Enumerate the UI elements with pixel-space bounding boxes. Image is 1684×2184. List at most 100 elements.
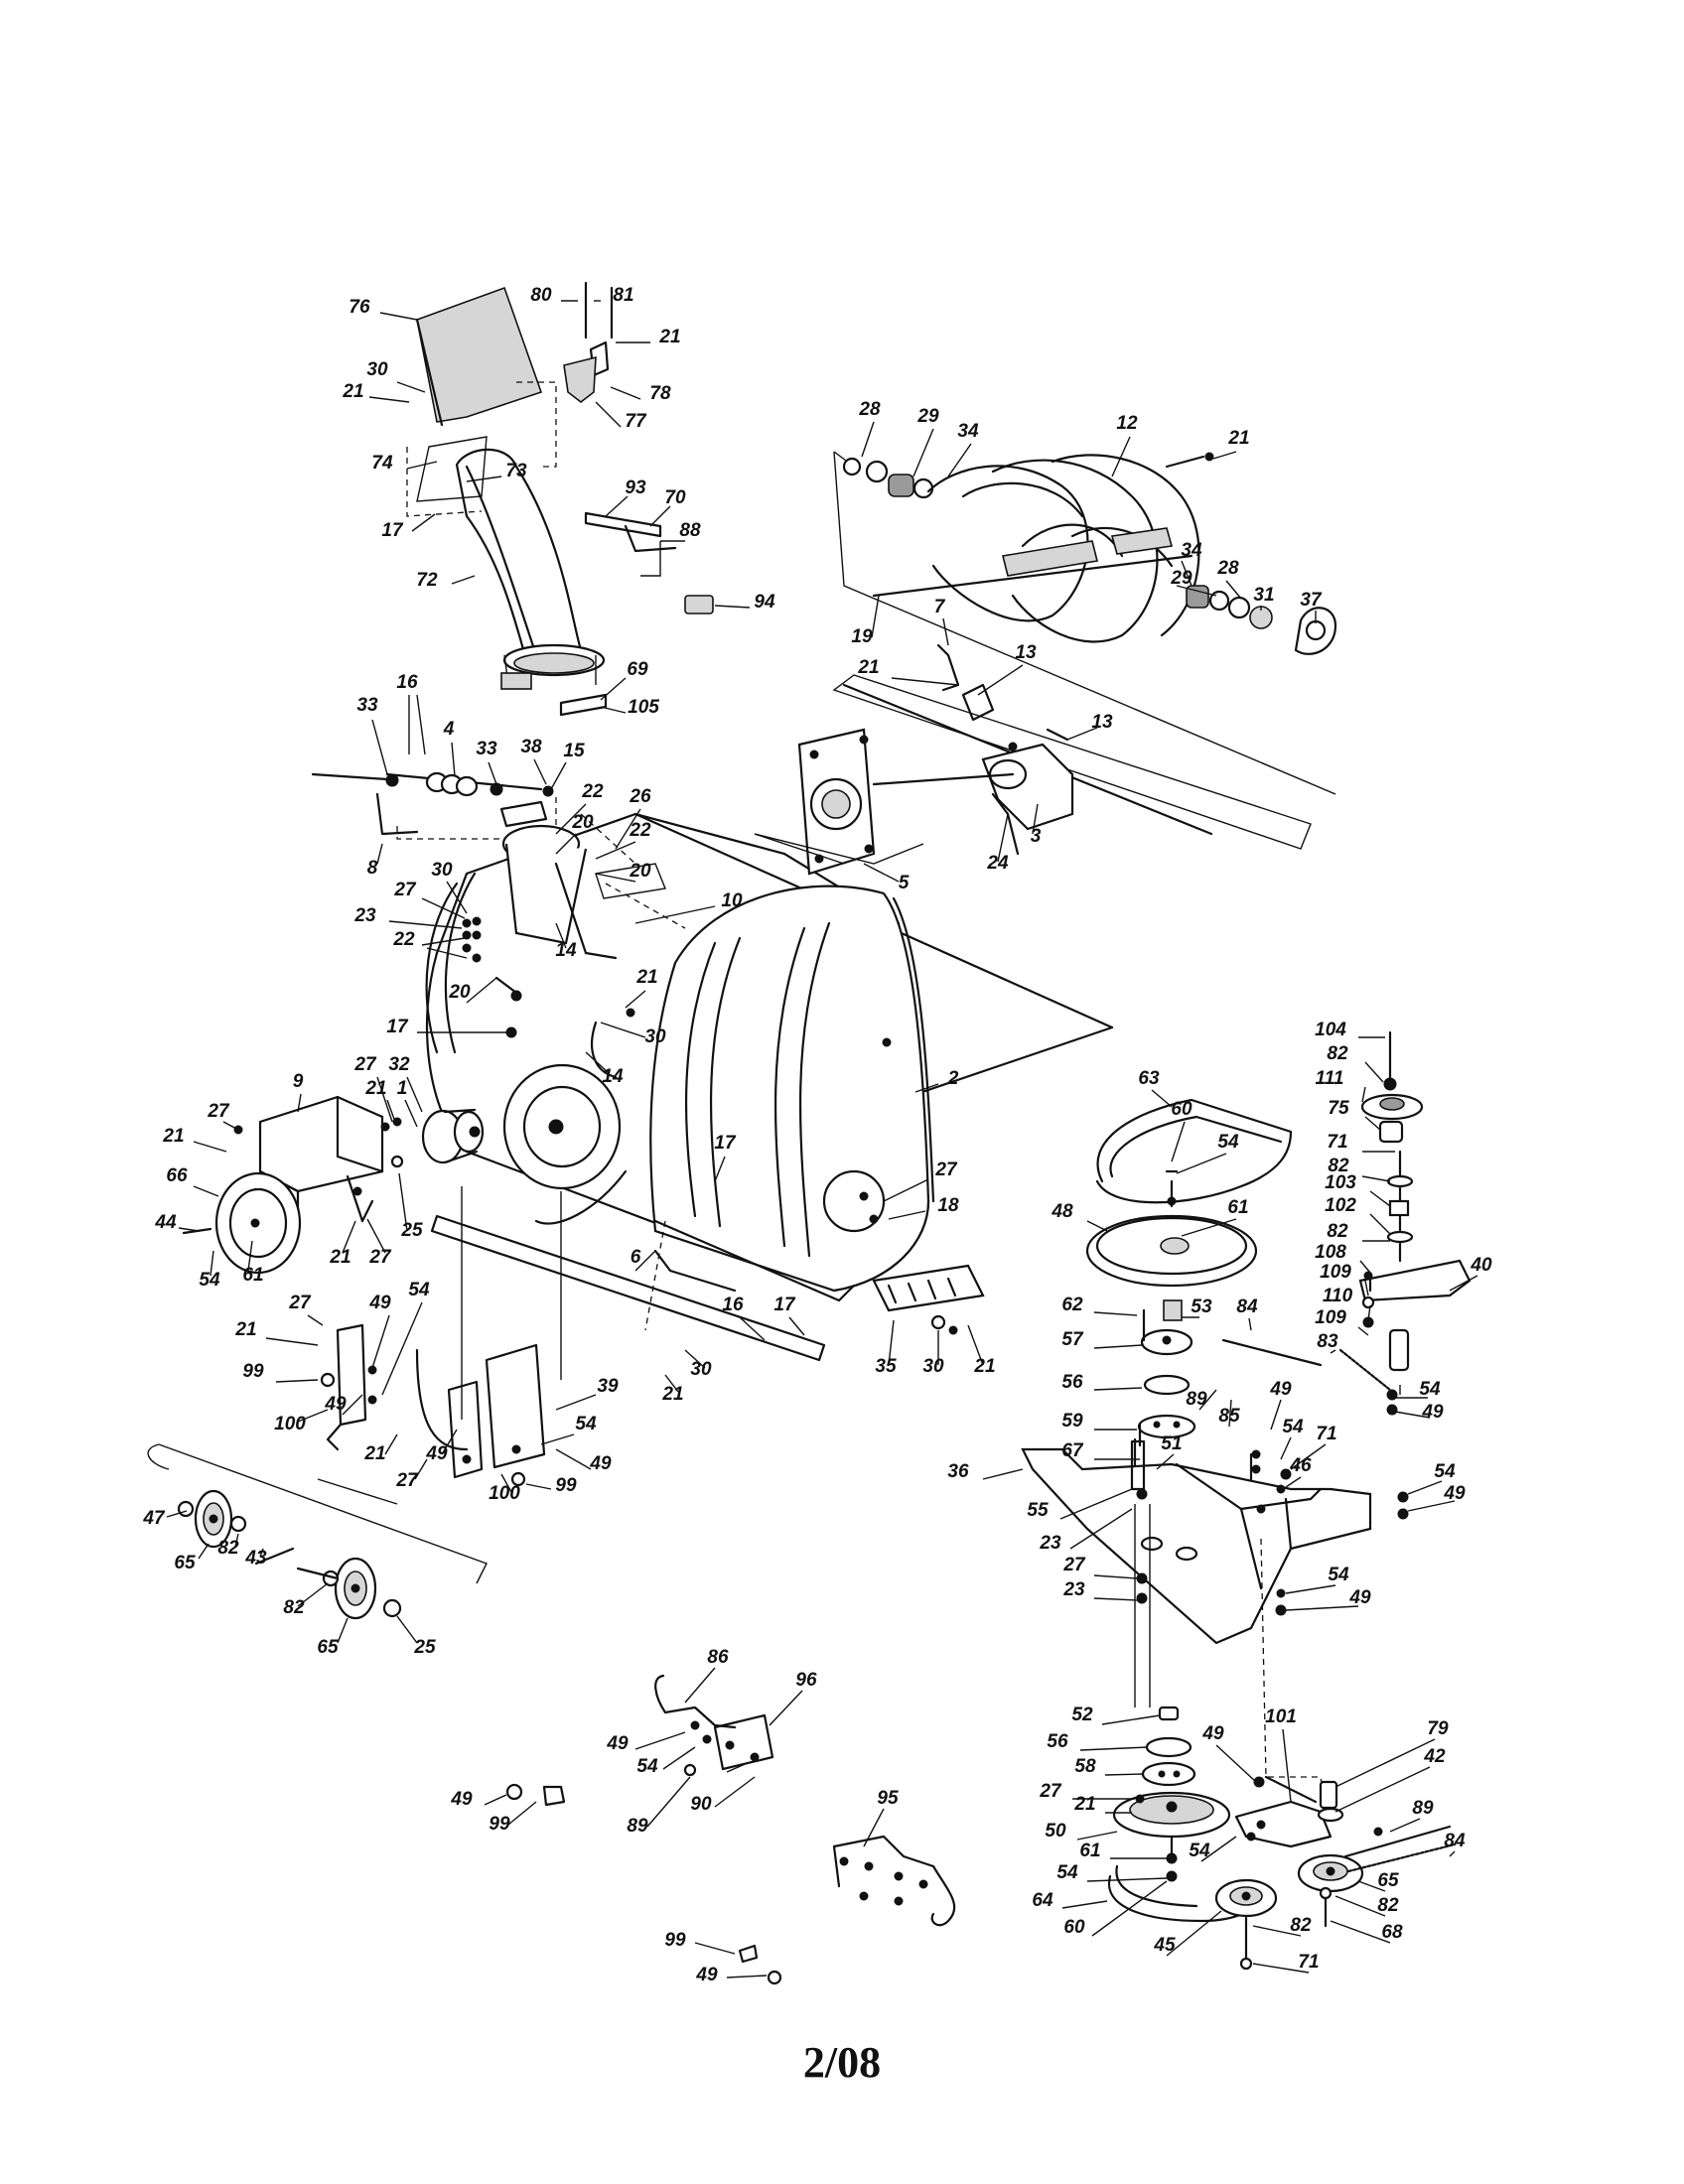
part-callout: 1 [397,1078,408,1099]
part-callout: 89 [1186,1389,1207,1410]
part-callout: 16 [722,1295,744,1315]
part-callout: 21 [661,1384,683,1405]
part-callout: 99 [242,1361,264,1382]
part-callout: 77 [625,411,647,432]
part-callout: 21 [342,381,363,402]
part-callout: 99 [489,1814,510,1835]
part-callout: 21 [329,1247,351,1268]
part-callout: 8 [367,858,378,879]
part-callout: 64 [1032,1890,1053,1911]
part-callout: 54 [1434,1461,1456,1482]
leader-arrows [166,300,1478,1979]
part-callout: 49 [368,1293,391,1313]
part-callout: 21 [857,657,879,678]
part-callout: 60 [1063,1917,1085,1938]
part-callout: 99 [555,1475,577,1496]
part-callout: 75 [1328,1098,1349,1119]
chute-crank-assembly [311,771,557,840]
part-callout: 45 [1153,1935,1176,1956]
part-callout: 21 [363,1443,385,1464]
part-callout: 104 [1315,1020,1346,1040]
part-callout: 59 [1061,1411,1083,1432]
part-callout: 61 [1227,1197,1248,1218]
part-callout: 21 [973,1356,995,1377]
part-callout: 27 [1039,1781,1062,1802]
part-callout: 61 [242,1265,263,1286]
part-callout: 27 [288,1293,312,1313]
part-callout: 49 [425,1443,448,1464]
part-callout: 54 [1419,1379,1441,1400]
part-callout: 20 [448,982,471,1003]
part-callout: 21 [162,1126,184,1147]
part-callout: 71 [1298,1952,1319,1973]
part-callout: 18 [937,1195,959,1216]
part-callout: 13 [1091,712,1113,733]
part-callout: 68 [1381,1922,1403,1943]
part-callout: 82 [283,1597,305,1618]
part-callout: 50 [1045,1821,1066,1842]
part-callout: 32 [388,1054,410,1075]
part-callout: 30 [644,1026,666,1047]
part-callout: 12 [1116,413,1138,434]
part-callout: 86 [707,1647,729,1668]
part-callout: 14 [602,1066,624,1087]
part-callout: 103 [1325,1172,1356,1193]
part-callout: 31 [1253,585,1274,606]
part-callout: 105 [628,697,659,718]
part-callout: 27 [393,880,417,900]
page-number: 2/08 [802,2038,882,2087]
part-callout: 27 [353,1054,377,1075]
part-callout: 61 [1079,1841,1100,1861]
part-callout: 54 [1328,1565,1349,1585]
drive-belt-and-pulleys [1085,1098,1323,1506]
part-callout: 52 [1071,1705,1093,1725]
part-callout: 7 [934,597,946,617]
drive-frame-plate [1021,1423,1409,1808]
part-callout: 82 [1327,1221,1348,1242]
part-callout: 93 [625,478,646,498]
part-callout: 16 [396,672,418,693]
part-callout: 13 [1015,642,1037,663]
part-callout: 84 [1236,1297,1258,1317]
part-callout: 58 [1074,1756,1096,1777]
part-callout: 89 [1412,1798,1434,1819]
discharge-chute-assembly [406,281,714,717]
part-callout: 74 [371,453,393,474]
part-callout: 71 [1316,1424,1336,1444]
part-callout: 66 [166,1165,188,1186]
part-callout: 49 [1269,1379,1292,1400]
part-callout: 89 [627,1816,648,1837]
part-callout: 27 [934,1160,958,1180]
part-callout: 23 [1062,1579,1085,1600]
part-callout: 49 [324,1394,347,1415]
part-callout: 28 [858,399,881,420]
part-callout: 62 [1061,1295,1083,1315]
part-callout: 71 [1327,1132,1347,1153]
part-callout: 33 [356,695,378,716]
part-callout: 34 [1181,540,1202,561]
part-callout: 76 [349,297,370,318]
part-callout: 109 [1315,1307,1346,1328]
part-callout: 49 [1443,1483,1466,1504]
part-callout: 85 [1218,1406,1240,1427]
part-callout: 49 [450,1789,473,1810]
part-callout: 82 [1377,1895,1399,1916]
part-callout: 20 [571,812,594,833]
part-callout: 26 [629,786,651,807]
part-callout: 35 [875,1356,897,1377]
part-callout: 109 [1320,1262,1351,1283]
part-callout: 3 [1031,826,1042,847]
part-callout: 108 [1315,1242,1346,1263]
part-callout: 17 [773,1295,796,1315]
part-callout: 47 [142,1508,166,1529]
part-callout: 42 [1423,1746,1446,1767]
part-callout: 17 [386,1017,409,1037]
part-callout: 49 [1201,1723,1224,1744]
part-callout: 22 [392,929,415,950]
part-callout: 49 [1348,1587,1371,1608]
part-callout: 54 [636,1756,658,1777]
part-callout: 60 [1171,1099,1193,1120]
lower-pulley-stack [1107,1706,1457,1971]
